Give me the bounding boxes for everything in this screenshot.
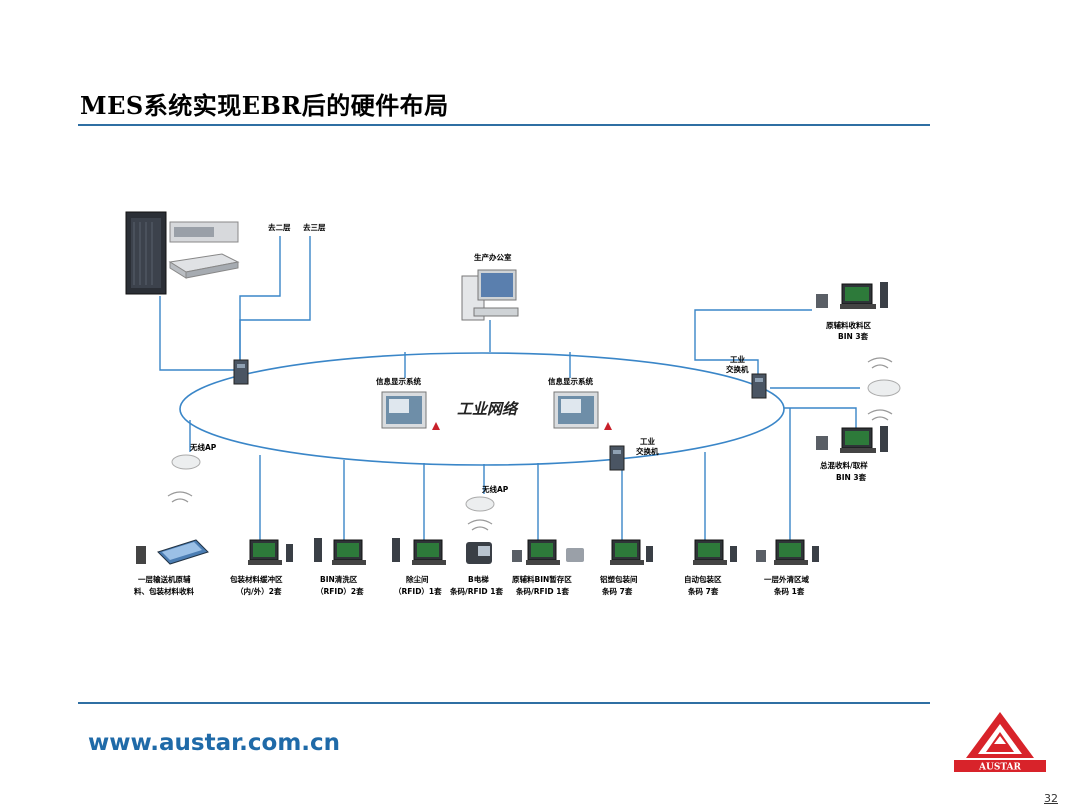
workstation-icon [248, 539, 293, 565]
floor3-label: 去三层 [303, 222, 326, 232]
network-switch-icon [609, 445, 625, 471]
station-label: 料、包装材料收料 [134, 586, 194, 596]
switch-label: 交换机 [636, 446, 659, 456]
network-diagram: 工业网络 去二层 去三层 生产办公室 信息显示系统 [125, 211, 901, 596]
station-label: 条码 7套 [601, 586, 633, 596]
station-label: BIN 3套 [836, 472, 867, 482]
station-label: BIN清洗区 [320, 574, 358, 584]
display-monitor-icon [553, 391, 612, 430]
station-label: BIN 3套 [838, 331, 869, 341]
workstation-icon [610, 539, 653, 565]
floor2-label: 去二层 [268, 222, 291, 232]
page-number: 32 [1044, 792, 1058, 805]
desktop-computer-icon [461, 269, 519, 321]
workstation-icon [392, 538, 446, 565]
station-label: （RFID）2套 [316, 586, 364, 596]
workstation-icon [816, 282, 888, 309]
footer-divider [78, 702, 930, 704]
server-unit-icon [168, 253, 240, 279]
handheld-terminal-icon [466, 542, 492, 564]
ap-label: 无线AP [189, 442, 217, 452]
station-label: （内/外）2套 [236, 586, 282, 596]
wireless-signal-icon [867, 357, 893, 369]
display-monitor-icon [381, 391, 440, 430]
workstation-icon [816, 426, 888, 453]
logo-text: AUSTAR [978, 763, 1022, 773]
station-label: 条码 7套 [687, 586, 719, 596]
austar-logo: AUSTAR [954, 712, 1046, 773]
office-label: 生产办公室 [474, 252, 512, 262]
network-label: 工业网络 [457, 400, 519, 418]
station-label: 条码 1套 [773, 586, 805, 596]
wireless-signal-icon [467, 519, 493, 531]
wireless-ap-icon [867, 379, 901, 397]
switch-label: 交换机 [726, 364, 749, 374]
bottom-station-labels: 一层输送机原辅 料、包装材料收料 包装材料缓冲区 （内/外）2套 BIN清洗区 … [134, 574, 809, 596]
station-label: 原辅料BIN暂存区 [512, 574, 572, 584]
workstation-icon [756, 539, 819, 565]
switch-label: 工业 [640, 436, 655, 446]
station-label: 包装材料缓冲区 [229, 574, 283, 584]
workstation-icon [512, 539, 584, 565]
station-label: 条码/RFID 1套 [515, 586, 569, 596]
station-label: 一层输送机原辅 [138, 574, 191, 584]
title-divider [78, 124, 930, 126]
switch-label: 工业 [730, 354, 745, 364]
station-label: B电梯 [468, 574, 489, 584]
connection-lines [159, 236, 860, 548]
info-display-label: 信息显示系统 [548, 376, 593, 386]
station-label: 除尘间 [406, 574, 429, 584]
ap-label: 无线AP [481, 484, 509, 494]
wireless-ap-icon [171, 454, 201, 470]
station-label: 原辅料收料区 [826, 320, 871, 330]
wireless-signal-icon [167, 491, 193, 503]
workstation-icon [314, 538, 366, 565]
industrial-network-ring [179, 352, 785, 466]
station-label: 条码/RFID 1套 [449, 586, 503, 596]
info-display-label: 信息显示系统 [376, 376, 421, 386]
slide-title: MES系统实现EBR后的硬件布局 [80, 91, 449, 120]
server-unit-icon [169, 221, 239, 243]
station-label: （RFID）1套 [394, 586, 442, 596]
station-label: 铝塑包装间 [600, 574, 638, 584]
station-label: 总混收料/取样 [820, 460, 868, 470]
station-label: 一层外清区域 [764, 574, 809, 584]
website-url[interactable]: www.austar.com.cn [88, 730, 341, 756]
conveyor-scanner-icon [136, 539, 209, 565]
wireless-ap-icon [465, 496, 495, 512]
station-label: 自动包装区 [684, 574, 722, 584]
workstation-icon [693, 539, 737, 565]
server-rack-icon [125, 211, 167, 295]
wireless-signal-icon [867, 409, 893, 421]
network-switch-icon [751, 373, 767, 399]
network-switch-icon [233, 359, 249, 385]
